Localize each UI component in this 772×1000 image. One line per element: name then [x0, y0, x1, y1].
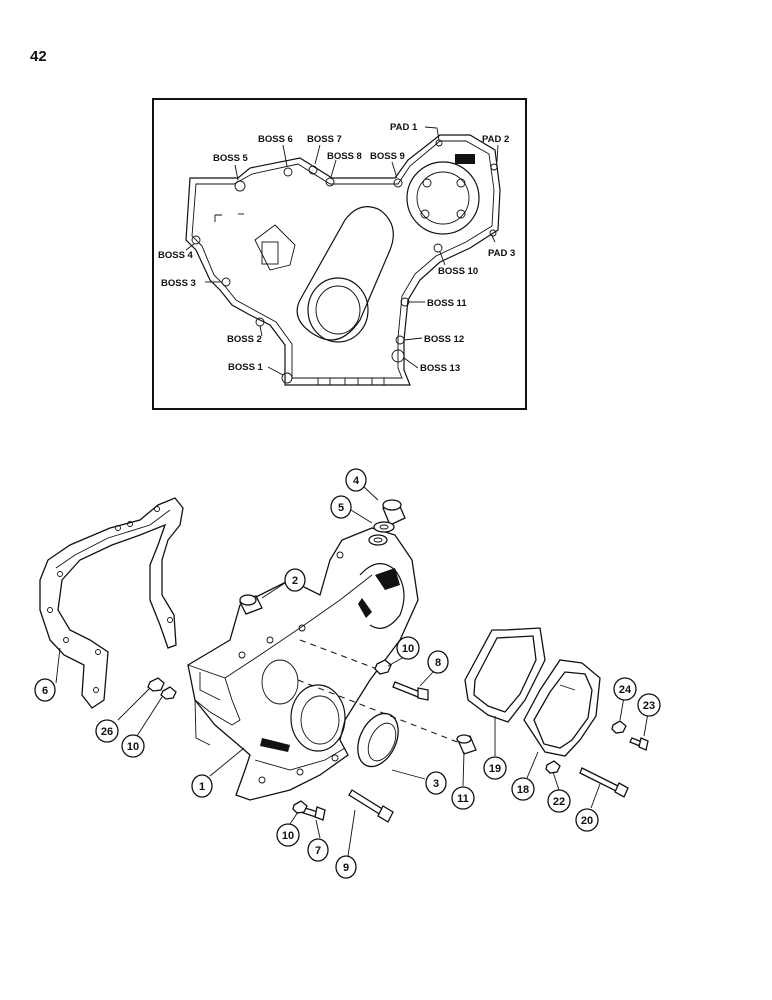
- washer-part-24: [611, 720, 627, 734]
- callout-10-left-text: 10: [127, 741, 139, 753]
- page-number: 42: [30, 48, 47, 65]
- callout-11: 11: [451, 786, 475, 810]
- bolt-part-20: [579, 767, 629, 798]
- label-pad-3: PAD 3: [488, 248, 515, 259]
- label-boss-13: BOSS 13: [420, 363, 460, 374]
- callout-10-upper-text: 10: [402, 643, 414, 655]
- nut-part-26: [147, 677, 165, 692]
- inset-labels: PAD 1 PAD 2 PAD 3 BOSS 6 BOSS 7 BOSS 5 B…: [158, 122, 515, 374]
- alignment-line-upper: [299, 639, 386, 673]
- inset-cover-drawing: [185, 134, 501, 386]
- callout-6: 6: [34, 678, 56, 702]
- callout-leaders: [55, 486, 649, 857]
- nut-part-10-left: [160, 686, 177, 700]
- callout-9-text: 9: [343, 862, 349, 874]
- label-boss-8: BOSS 8: [327, 151, 362, 162]
- callout-24: 24: [613, 677, 637, 701]
- label-boss-10: BOSS 10: [438, 266, 478, 277]
- gasket-part-19: [464, 627, 546, 723]
- bolt-part-9: [348, 789, 394, 823]
- callout-10-left: 10: [121, 734, 145, 758]
- timing-cover-part-1: [187, 527, 419, 801]
- plug-part-4: [382, 499, 406, 526]
- callout-22-text: 22: [553, 796, 565, 808]
- label-boss-7: BOSS 7: [307, 134, 342, 145]
- alignment-line-lower: [297, 679, 466, 746]
- callout-9: 9: [335, 855, 357, 879]
- callout-18: 18: [511, 777, 535, 801]
- bolt-part-8: [392, 681, 429, 701]
- gasket-top-washer: [368, 534, 388, 546]
- callout-8-text: 8: [435, 657, 441, 669]
- callout-3: 3: [425, 771, 447, 795]
- bolt-part-7: [302, 806, 326, 821]
- callout-2-text: 2: [292, 575, 298, 587]
- label-boss-6: BOSS 6: [258, 134, 293, 145]
- callout-10-lower-text: 10: [282, 830, 294, 842]
- callout-7-text: 7: [315, 845, 321, 857]
- callout-6-text: 6: [42, 685, 48, 697]
- label-boss-9: BOSS 9: [370, 151, 405, 162]
- label-boss-3: BOSS 3: [161, 278, 196, 289]
- seal-part-3: [357, 712, 399, 768]
- nut-part-10-upper: [374, 659, 392, 675]
- callout-24-text: 24: [619, 684, 632, 696]
- washer-part-5: [373, 521, 395, 533]
- callout-1-text: 1: [199, 781, 205, 793]
- label-boss-1: BOSS 1: [228, 362, 264, 373]
- callout-1: 1: [191, 774, 213, 798]
- callout-20: 20: [575, 808, 599, 832]
- dowel-part-11: [456, 734, 477, 755]
- callout-19: 19: [483, 756, 507, 780]
- callout-20-text: 20: [581, 815, 593, 827]
- callout-4: 4: [345, 468, 367, 492]
- label-boss-5: BOSS 5: [213, 153, 249, 164]
- callout-5-text: 5: [338, 502, 344, 514]
- washer-part-22: [545, 760, 561, 774]
- label-pad-1: PAD 1: [390, 122, 418, 133]
- callout-19-text: 19: [489, 763, 501, 775]
- callout-5: 5: [330, 495, 352, 519]
- callout-2: 2: [284, 568, 306, 592]
- label-boss-12: BOSS 12: [424, 334, 464, 345]
- callout-23: 23: [637, 693, 661, 717]
- callout-26-text: 26: [101, 726, 113, 738]
- callout-22: 22: [547, 789, 571, 813]
- label-boss-2: BOSS 2: [227, 334, 262, 345]
- callout-23-text: 23: [643, 700, 655, 712]
- label-boss-4: BOSS 4: [158, 250, 194, 261]
- nut-part-10-lower: [292, 800, 308, 814]
- callout-7: 7: [307, 838, 329, 862]
- label-pad-2: PAD 2: [482, 134, 509, 145]
- callout-8: 8: [427, 650, 449, 674]
- label-boss-11: BOSS 11: [427, 298, 467, 309]
- inset-leader-lines: [185, 126, 499, 376]
- callout-26: 26: [95, 719, 119, 743]
- callout-10-upper: 10: [396, 636, 420, 660]
- bolt-part-23: [629, 737, 649, 751]
- callout-11-text: 11: [457, 793, 469, 805]
- callout-3-text: 3: [433, 778, 439, 790]
- inset-diagram-frame: [152, 98, 527, 410]
- gasket-part-6: [39, 497, 184, 709]
- callout-10-lower: 10: [276, 823, 300, 847]
- callout-18-text: 18: [517, 784, 529, 796]
- dowel-part-2: [239, 594, 263, 615]
- callout-4-text: 4: [353, 475, 360, 487]
- cover-plate-part-18: [523, 659, 601, 757]
